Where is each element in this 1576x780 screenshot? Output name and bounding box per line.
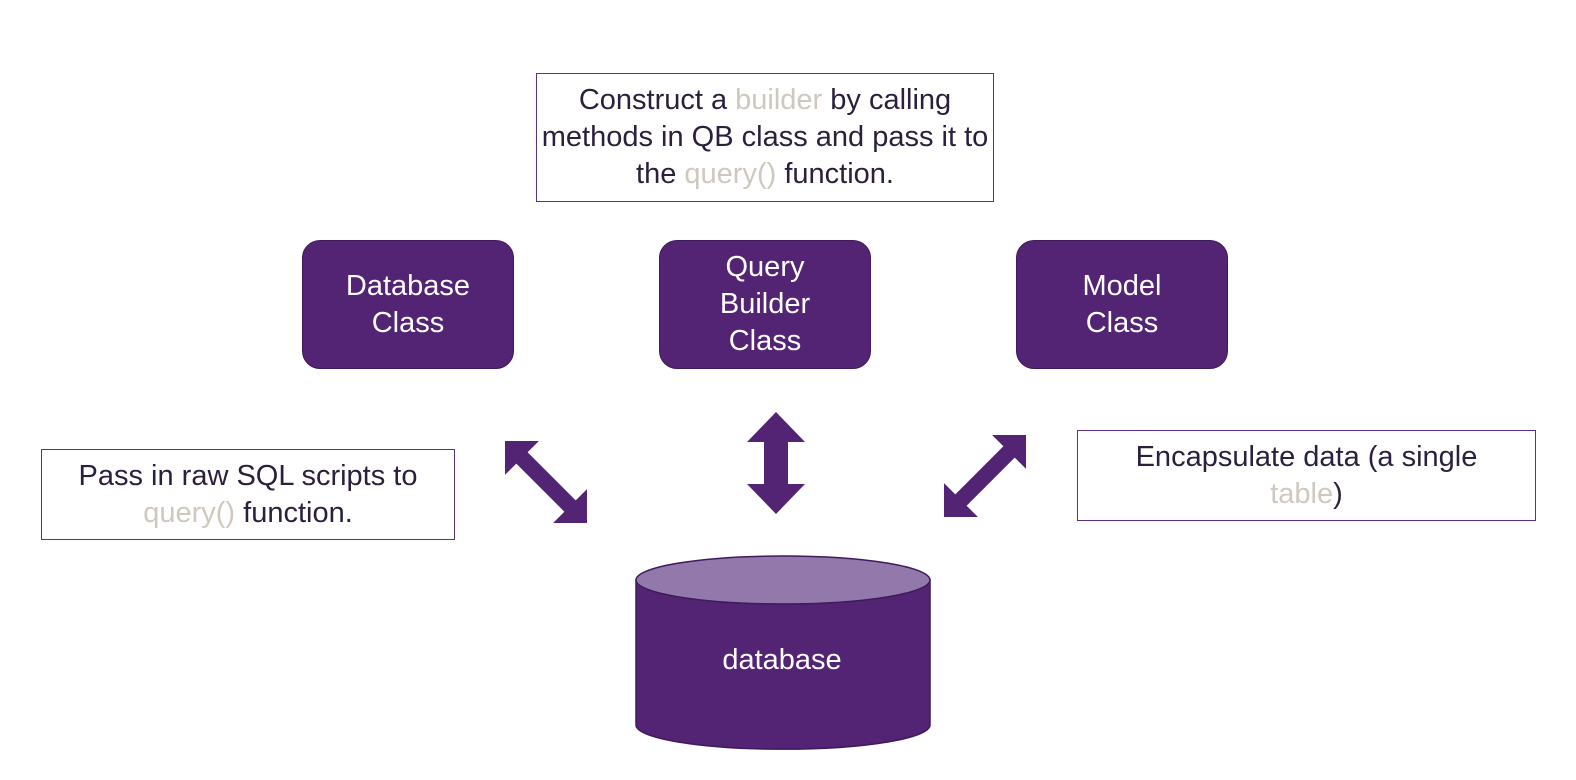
right-double-arrow-icon [943,434,1027,518]
note-highlight-table: table [1270,477,1334,510]
model-class-label: Model Class [1082,269,1162,339]
query-builder-class-label: Query Builder Class [719,251,811,357]
query-builder-class-box: Query Builder Class [659,240,871,369]
model-class-note-text: Encapsulate data (a single table) [1136,439,1478,513]
database-label: database [722,644,842,676]
note-text-segment: ) [1333,477,1343,510]
note-text-segment: function. [235,496,353,529]
database-class-box: Database Class [302,240,514,369]
model-class-note: Encapsulate data (a single table) [1077,430,1536,521]
database-class-note: Pass in raw SQL scripts to query() funct… [41,449,455,540]
database-class-label: Database Class [345,269,471,339]
database-cylinder-icon [635,555,931,750]
note-highlight-builder: builder [735,84,823,116]
note-text-segment: function. [776,158,894,190]
model-class-box: Model Class [1016,240,1228,369]
note-highlight-query: query() [143,496,236,529]
left-double-arrow-icon [504,440,588,524]
note-text-segment: Construct a [578,84,736,116]
query-builder-note-text: Construct a builder by calling methods i… [537,82,993,193]
note-highlight-query: query() [684,158,777,190]
query-builder-note: Construct a builder by calling methods i… [536,73,994,202]
note-text-segment: by calling methods in QB class and pass … [541,84,989,190]
note-text-segment: Encapsulate data (a single [1135,440,1478,473]
center-double-arrow-icon [747,412,805,514]
database-class-note-text: Pass in raw SQL scripts to query() funct… [79,458,418,532]
note-text-segment: Pass in raw SQL scripts to [78,459,418,492]
